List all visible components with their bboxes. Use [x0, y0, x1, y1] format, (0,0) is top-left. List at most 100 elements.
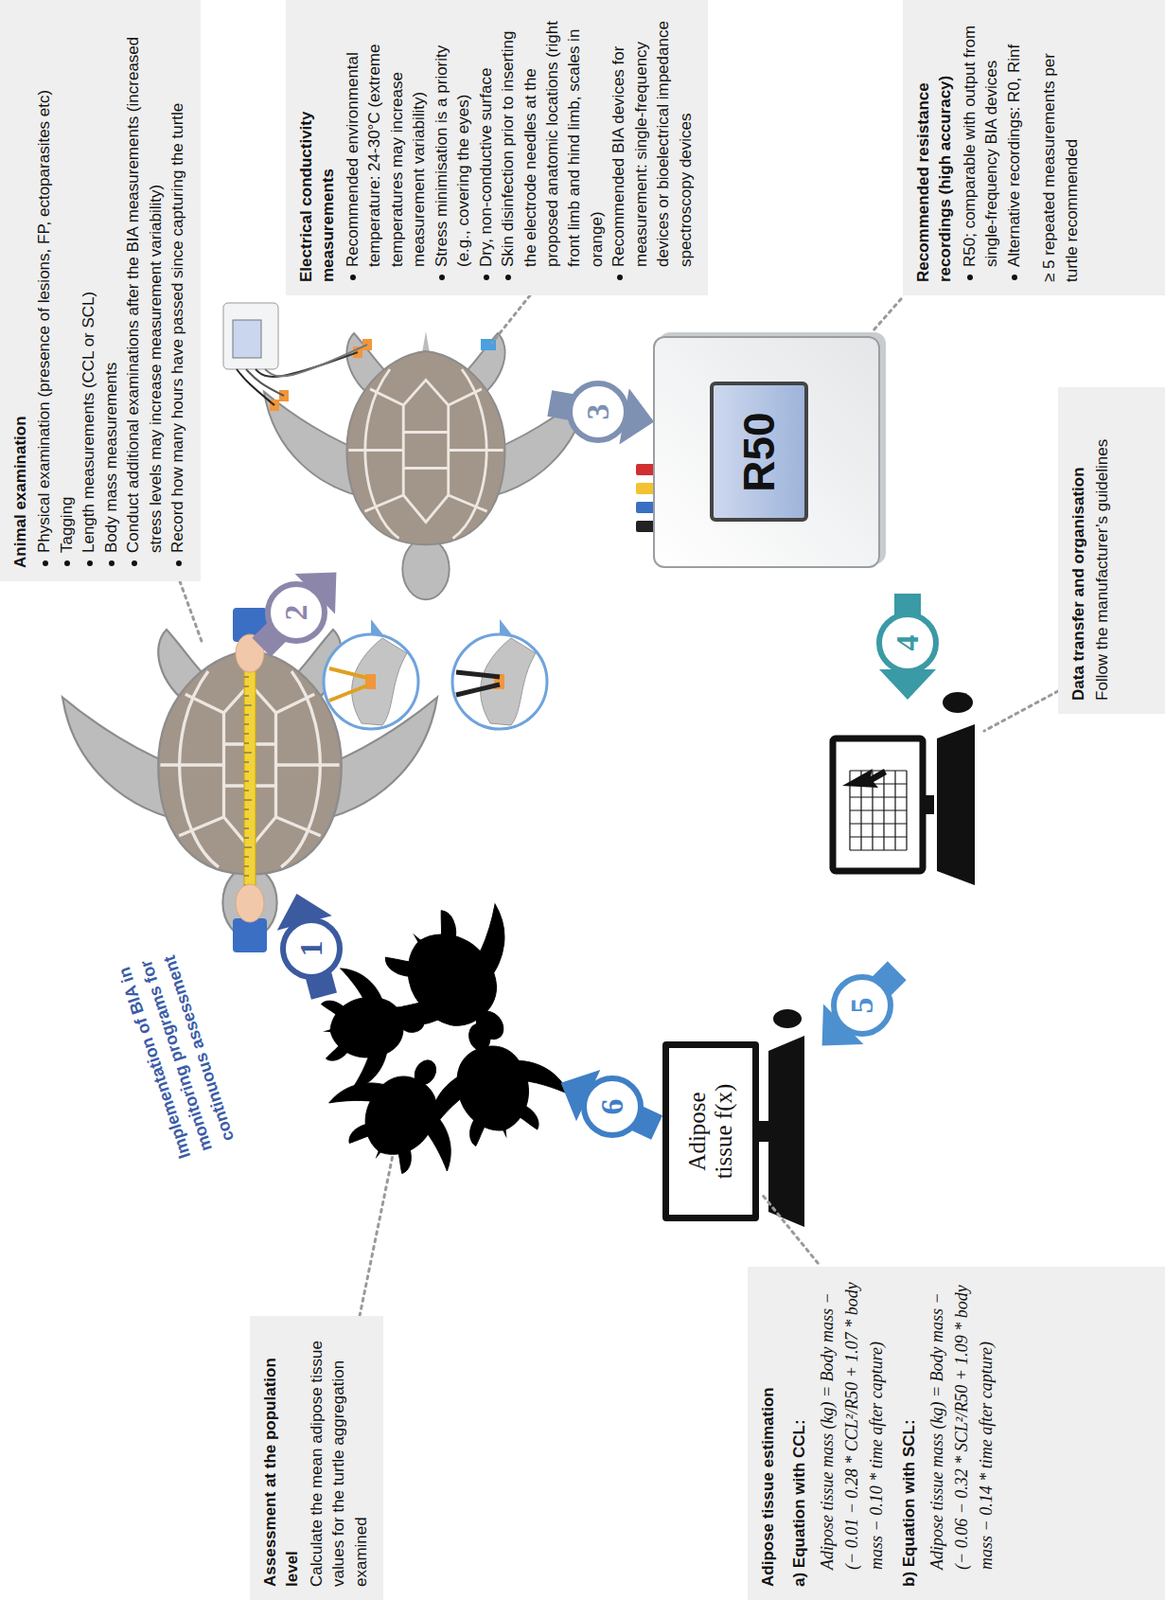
device-plug	[635, 520, 655, 532]
measuring-tape	[244, 723, 249, 725]
measuring-tape	[244, 695, 249, 697]
bullet-text: Conduct additional examinations after th…	[122, 13, 167, 568]
computer	[832, 738, 923, 871]
device-plug	[635, 463, 655, 476]
turtle-figure	[348, 369, 503, 539]
info-panel: Assessment at the population levelCalcul…	[249, 1315, 384, 1600]
measuring-tape	[244, 742, 249, 744]
measuring-tape	[244, 780, 249, 782]
measuring-tape	[244, 705, 252, 707]
step-circle: 6	[581, 1075, 644, 1138]
leader-line	[871, 299, 901, 333]
panel-heading: Data transfer and organisation	[1067, 400, 1090, 701]
panel-heading: Adipose tissue estimation	[757, 1279, 779, 1587]
device-plug	[635, 482, 655, 495]
turtle-figure	[388, 915, 513, 1042]
step-circle: 1	[280, 917, 343, 980]
computer-screen: Adipose tissue f(x)	[662, 1041, 760, 1221]
measuring-tape	[244, 799, 252, 801]
measuring-tape	[244, 761, 249, 763]
panel-heading: Electrical conductivity measurements	[295, 13, 340, 283]
body-text: Calculate the mean adipose tissue values…	[305, 1328, 372, 1587]
callout-number: 5	[846, 997, 879, 1014]
turtle-figure	[402, 538, 449, 601]
bullet-text: Alternative recordings: R0, Rinf	[1003, 13, 1025, 283]
inset-detail	[352, 637, 407, 725]
inset-detail	[323, 618, 419, 729]
leader-line	[761, 1194, 818, 1264]
panel-heading: Assessment at the population level	[259, 1328, 304, 1587]
bullet-text: Physical examination (presence of lesion…	[33, 13, 55, 568]
bullet-text: Body mass measurements	[100, 13, 123, 568]
computer	[905, 770, 907, 850]
info-panel: Data transfer and organisationFollow the…	[1058, 387, 1165, 714]
info-panel: Animal examinationPhysical examination (…	[0, 0, 201, 582]
wire	[264, 344, 368, 376]
measuring-tape	[244, 837, 249, 839]
inset-detail	[480, 637, 536, 725]
bullet-text: Recommended BIA devices for measurement:…	[607, 13, 697, 283]
inset-detail	[456, 671, 500, 695]
bia-device: R50	[653, 335, 881, 568]
step-arrow	[548, 1056, 670, 1153]
turtle-figure	[350, 880, 563, 1090]
bullet-text: Dry, non-conductive surface	[475, 13, 497, 283]
program-label: Implementation of BIA in monitoring prog…	[104, 922, 249, 1187]
measuring-tape	[244, 828, 249, 830]
measuring-tape	[244, 847, 252, 848]
equation: Adipose tissue mass (kg) = Body mass − (…	[814, 1279, 889, 1587]
bullet-text: Recommended environmental temperature: 2…	[341, 13, 431, 283]
leader-line	[492, 295, 530, 343]
callout-number: 4	[891, 635, 924, 652]
hand	[232, 883, 267, 953]
inset-detail	[323, 634, 419, 729]
hand	[232, 917, 267, 953]
measuring-tape	[244, 809, 249, 811]
computer	[942, 691, 973, 713]
turtle-figure	[403, 379, 449, 522]
computer	[882, 770, 884, 850]
device-plug	[635, 501, 655, 513]
measuring-tape	[244, 752, 252, 754]
small-bia-device	[223, 302, 279, 370]
computer	[849, 848, 907, 850]
bullet-text: Tagging	[55, 13, 78, 568]
computer	[849, 809, 907, 811]
turtle-figure	[264, 331, 588, 600]
measuring-tape	[244, 875, 249, 877]
computer	[849, 822, 907, 824]
computer	[849, 795, 907, 797]
leader-line	[179, 581, 203, 644]
measuring-tape	[244, 865, 249, 867]
step-circle: 2	[264, 581, 328, 644]
equation-panel: Adipose tissue estimationa) Equation wit…	[747, 1266, 1165, 1600]
bullet-text: Skin disinfection prior to inserting the…	[496, 13, 608, 283]
step-circle: 3	[566, 380, 630, 443]
computer-base	[773, 1008, 802, 1028]
body-text: Follow the manufacturer’s guidelines	[1091, 400, 1113, 701]
measuring-tape	[244, 856, 249, 858]
computer	[842, 768, 887, 788]
step-arrow	[268, 885, 352, 1004]
hand	[235, 883, 265, 922]
leader-line	[984, 690, 1059, 731]
measuring-tape	[244, 676, 249, 678]
measuring-tape	[244, 771, 249, 773]
measuring-tape	[244, 790, 249, 792]
turtle-figure	[403, 432, 449, 469]
bullet-text: R50; comparable with output from single-…	[958, 13, 1004, 283]
screen-value: R50	[709, 382, 809, 523]
inset-detail	[452, 618, 548, 729]
computer	[849, 835, 907, 837]
wire	[246, 369, 284, 396]
computer	[849, 769, 907, 771]
info-panel: Electrical conductivity measurementsReco…	[285, 0, 708, 296]
step-circle: 4	[876, 611, 939, 674]
panel-heading: Recommended resistance recordings (high …	[912, 13, 957, 283]
inset-detail	[452, 634, 548, 729]
computer-base	[757, 1008, 805, 1227]
turtle-figure	[448, 1038, 539, 1139]
info-panel: Recommended resistance recordings (high …	[902, 0, 1165, 296]
step-arrow	[801, 950, 918, 1066]
